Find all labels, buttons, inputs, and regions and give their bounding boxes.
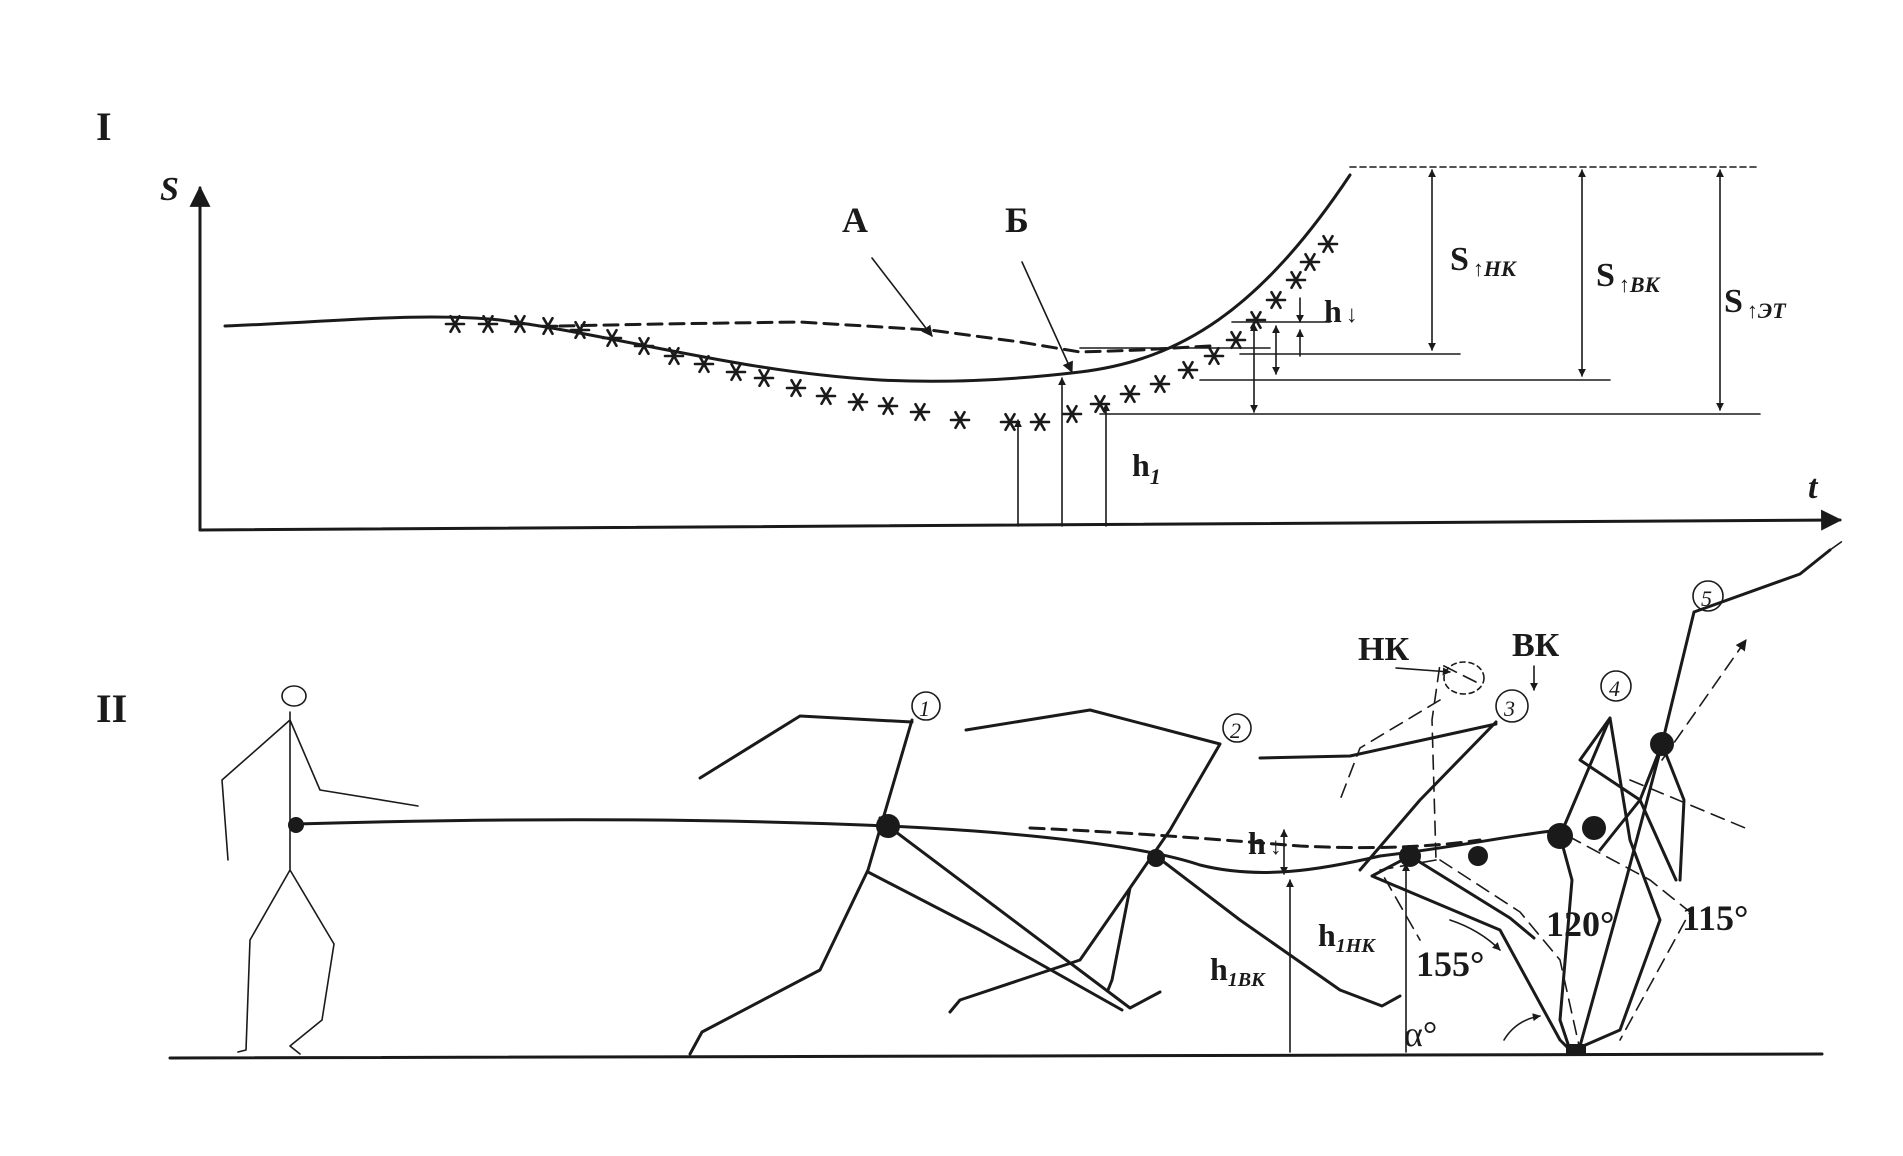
panel-ii-label: II	[96, 686, 127, 731]
panel-ii: II 1 2 3	[96, 539, 1845, 1060]
runner-3-marker	[1495, 689, 1529, 723]
runner-2-number: 2	[1230, 718, 1241, 743]
runner-1: 1	[688, 691, 1162, 1056]
asterisk-marker	[1119, 384, 1141, 404]
runner-3: 3	[1258, 661, 1581, 1056]
arrow-a	[871, 257, 933, 337]
s-et-label: S↑ЭТ	[1724, 283, 1787, 323]
s-nk-label: S↑НК	[1450, 241, 1517, 281]
runner-5: 5	[1578, 539, 1845, 1048]
asterisk-marker	[693, 354, 715, 374]
runner-0-head	[281, 685, 307, 707]
asterisk-marker	[847, 392, 869, 412]
t-axis-label: t	[1808, 469, 1819, 506]
arrow-b	[1021, 261, 1073, 374]
runner-0	[221, 685, 419, 1055]
runner-2: 2	[948, 708, 1402, 1014]
runner-4-marker	[1600, 670, 1632, 702]
asterisk-trajectory	[444, 234, 1339, 432]
angle-115-label: 115°	[1682, 898, 1748, 938]
asterisk-marker	[601, 328, 623, 348]
nk-arrow	[1395, 667, 1451, 676]
runner-4: 4	[1547, 670, 1751, 1052]
runner-5-direction-arrow	[1661, 639, 1747, 761]
asterisk-marker	[537, 316, 559, 336]
runner-1-marker	[911, 691, 941, 721]
ground-line	[168, 1052, 1824, 1060]
asterisk-marker	[1245, 310, 1267, 330]
asterisk-marker	[1029, 412, 1051, 432]
asterisk-marker	[785, 378, 807, 398]
h1vk-label: h1ВК	[1210, 951, 1266, 991]
asterisk-marker	[444, 314, 466, 334]
solid-trajectory	[223, 173, 1352, 383]
angle-155-arc	[1449, 919, 1501, 951]
asterisk-marker	[569, 320, 591, 340]
h-down-label-ii: h↓	[1248, 825, 1282, 861]
asterisk-marker	[509, 314, 531, 334]
panel-i-label: I	[96, 104, 112, 149]
asterisk-marker	[663, 346, 685, 366]
asterisk-marker	[1061, 404, 1083, 424]
s-axis-label: S	[160, 171, 179, 208]
angle-alpha-arc	[1503, 1013, 1541, 1041]
asterisk-marker	[477, 314, 499, 334]
vk-label: ВК	[1512, 627, 1560, 664]
asterisk-marker	[1203, 346, 1225, 366]
h-down-label: h↓	[1324, 293, 1358, 329]
s-vk-label: S↑ВК	[1596, 257, 1661, 297]
asterisk-marker	[1225, 330, 1247, 350]
runner-3-number: 3	[1503, 696, 1515, 721]
label-b: Б	[1005, 200, 1029, 240]
asterisk-marker	[725, 362, 747, 382]
asterisk-marker	[815, 386, 837, 406]
h1-label: h1	[1132, 447, 1161, 489]
angle-120-label: 120°	[1546, 904, 1614, 944]
asterisk-marker	[949, 410, 971, 430]
asterisk-marker	[1285, 270, 1307, 290]
angle-alpha-label: α°	[1404, 1014, 1437, 1054]
asterisk-marker	[1265, 290, 1287, 310]
com-trajectory-dashed	[1028, 826, 1482, 850]
asterisk-marker	[909, 402, 931, 422]
angle-155-label: 155°	[1416, 944, 1484, 984]
asterisk-marker	[1149, 374, 1171, 394]
runner-5-number: 5	[1701, 586, 1712, 611]
h1nk-label: h1НК	[1318, 917, 1376, 957]
runner-2-marker	[1222, 713, 1252, 743]
asterisk-marker	[877, 396, 899, 416]
nk-label: НК	[1358, 631, 1409, 668]
runner-3-head-nk	[1443, 661, 1485, 695]
dashed-trajectory	[558, 320, 1212, 354]
runner-1-number: 1	[919, 696, 930, 721]
asterisk-marker	[1299, 252, 1321, 272]
runner-5-marker	[1692, 580, 1724, 612]
asterisk-marker	[1177, 360, 1199, 380]
t-axis	[198, 509, 1843, 532]
asterisk-marker	[1317, 234, 1339, 254]
support-point	[1566, 1044, 1586, 1054]
panel-i: I S t А Б h1	[96, 104, 1843, 532]
asterisk-marker	[753, 368, 775, 388]
label-a: А	[842, 200, 868, 240]
runner-4-number: 4	[1609, 676, 1620, 701]
asterisk-marker	[633, 336, 655, 356]
asterisk-marker	[999, 412, 1021, 432]
